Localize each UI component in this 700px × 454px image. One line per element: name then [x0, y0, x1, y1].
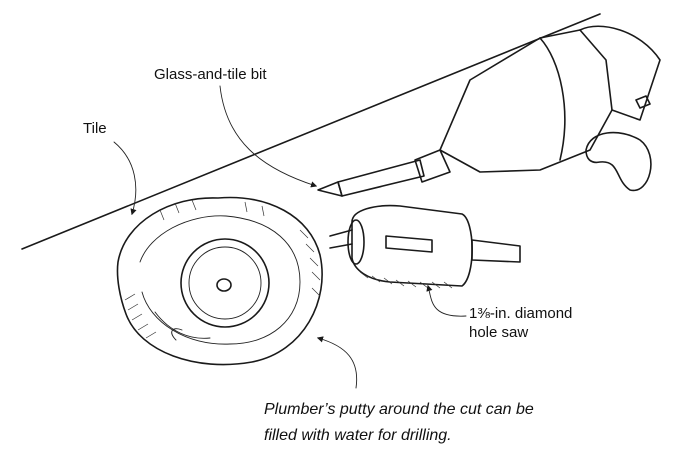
- label-hole-saw-line2: hole saw: [469, 324, 529, 341]
- label-hole-saw: 1⅜-in. diamond hole saw: [469, 304, 572, 342]
- caption-line1: Plumber’s putty around the cut can be: [264, 401, 534, 418]
- arrow-putty: [316, 336, 358, 389]
- arrow-saw: [426, 284, 467, 317]
- putty-ring: [116, 196, 323, 366]
- hole-saw: [329, 204, 521, 289]
- label-bit: Glass-and-tile bit: [154, 66, 267, 83]
- label-hole-saw-line1: 1⅜-in. diamond: [469, 305, 573, 322]
- glass-tile-bit: [317, 159, 425, 197]
- tile-hole: [180, 238, 270, 328]
- small-clip: [635, 95, 651, 109]
- putty-lump: [585, 131, 652, 192]
- arrow-tile: [113, 141, 137, 216]
- caption: Plumber’s putty around the cut can be fi…: [264, 397, 534, 449]
- drill-chuck: [414, 25, 661, 183]
- tile-edge-line: [21, 13, 601, 250]
- label-tile: Tile: [83, 120, 107, 137]
- caption-line2: filled with water for drilling.: [264, 427, 452, 444]
- arrow-bit: [219, 85, 318, 188]
